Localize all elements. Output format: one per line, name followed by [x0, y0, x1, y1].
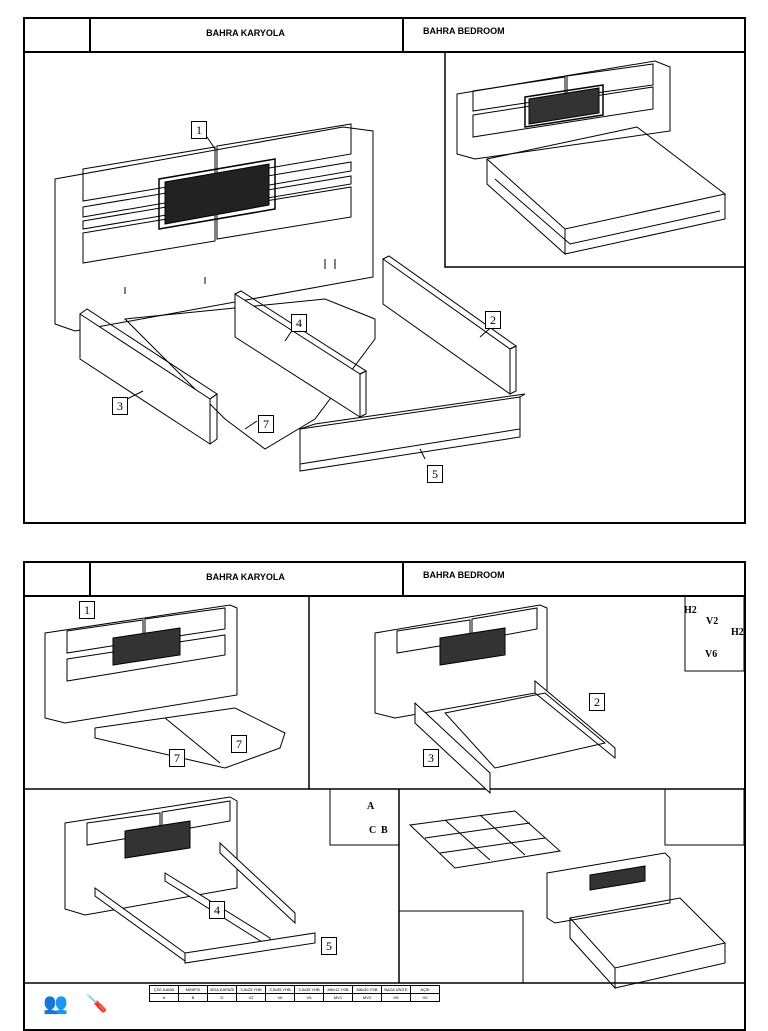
step-1-illustration: [44, 604, 286, 769]
part-number-3: 3: [112, 397, 128, 415]
detail-label-h2: H2: [731, 627, 744, 638]
fitting-code: MV2: [352, 993, 382, 1002]
assembly-steps-drawing: [25, 595, 744, 990]
fitting-code: A: [149, 993, 179, 1002]
fitting-header: 3,5x35 YHB: [265, 985, 295, 994]
header-title-left: BAHRA KARYOLA: [206, 28, 285, 38]
header-divider: [89, 19, 91, 51]
part-number-4: 4: [291, 314, 307, 332]
header-divider: [402, 563, 404, 595]
lift-frame-illustration: [408, 810, 562, 869]
part-number-1: 1: [79, 601, 95, 619]
sheet-header: BAHRA KARYOLA BAHRA BEDROOM: [25, 563, 744, 597]
fitting-code: MV1: [323, 993, 353, 1002]
part-number-1: 1: [191, 121, 207, 139]
step-3-illustration: [64, 796, 316, 964]
part-number-7: 7: [169, 749, 185, 767]
step-2-illustration: [374, 604, 616, 795]
detail-label-v6: V6: [705, 649, 718, 660]
assembled-bed-illustration: [456, 60, 727, 256]
fitting-code: V6: [265, 993, 295, 1002]
exploded-bed-drawing: [54, 51, 744, 472]
assembly-sheet-1: BAHRA KARYOLA BAHRA BEDROOM: [23, 17, 746, 524]
part-number-4: 4: [209, 901, 225, 919]
fitting-header: BAZA ÜNİTE: [381, 985, 411, 994]
screwdriver-icon: 🪛: [85, 993, 108, 1013]
fitting-header: MİNİFİX: [178, 985, 208, 994]
header-title-right: BAHRA BEDROOM: [423, 570, 505, 580]
fitting-code: H5: [381, 993, 411, 1002]
detail-label-v2: V2: [706, 616, 719, 627]
detail-label-h2: H2: [684, 605, 697, 616]
header-divider: [89, 563, 91, 595]
fitting-header: 3,5x35 YHB: [294, 985, 324, 994]
fitting-code: V2: [236, 993, 266, 1002]
left-side-rail: [79, 308, 218, 445]
final-bed-illustration: [546, 852, 726, 990]
fitting-code: H2: [410, 993, 440, 1002]
part-number-7: 7: [231, 735, 247, 753]
part-number-5: 5: [321, 937, 337, 955]
fitting-code: D: [207, 993, 237, 1002]
part-number-2: 2: [589, 693, 605, 711]
fitting-header: VİDA KAPAĞI: [207, 985, 237, 994]
fitting-code: V5: [294, 993, 324, 1002]
part-number-7: 7: [258, 415, 274, 433]
detail-label-a: A: [367, 801, 375, 812]
fitting-header: M6x30 YSB: [352, 985, 382, 994]
header-title-left: BAHRA KARYOLA: [206, 572, 285, 582]
header-title-right: BAHRA BEDROOM: [423, 26, 505, 36]
part-number-2: 2: [485, 311, 501, 329]
header-divider: [402, 19, 404, 51]
footboard: [299, 393, 526, 472]
detail-label-b: B: [381, 825, 388, 836]
sheet-header: BAHRA KARYOLA BAHRA BEDROOM: [25, 19, 744, 53]
headboard-part: [54, 123, 374, 332]
two-people-icon: 👥: [43, 993, 68, 1015]
fitting-code: B: [178, 993, 208, 1002]
part-number-3: 3: [423, 749, 439, 767]
right-side-rail: [382, 255, 517, 395]
center-beam: [234, 290, 368, 418]
part-number-5: 5: [427, 465, 443, 483]
fitting-header: ÇİVİ-KAMA: [149, 985, 179, 994]
fitting-header: M6x12 YSB: [323, 985, 353, 994]
fitting-header: AÇIK: [410, 985, 440, 994]
fittings-table: ÇİVİ-KAMA MİNİFİX VİDA KAPAĞI 3,5x25 YHB…: [149, 985, 440, 1002]
fitting-header: 3,5x25 YHB: [236, 985, 266, 994]
detail-label-c: C: [369, 825, 377, 836]
assembly-sheet-2: BAHRA KARYOLA BAHRA BEDROOM: [23, 561, 746, 1031]
